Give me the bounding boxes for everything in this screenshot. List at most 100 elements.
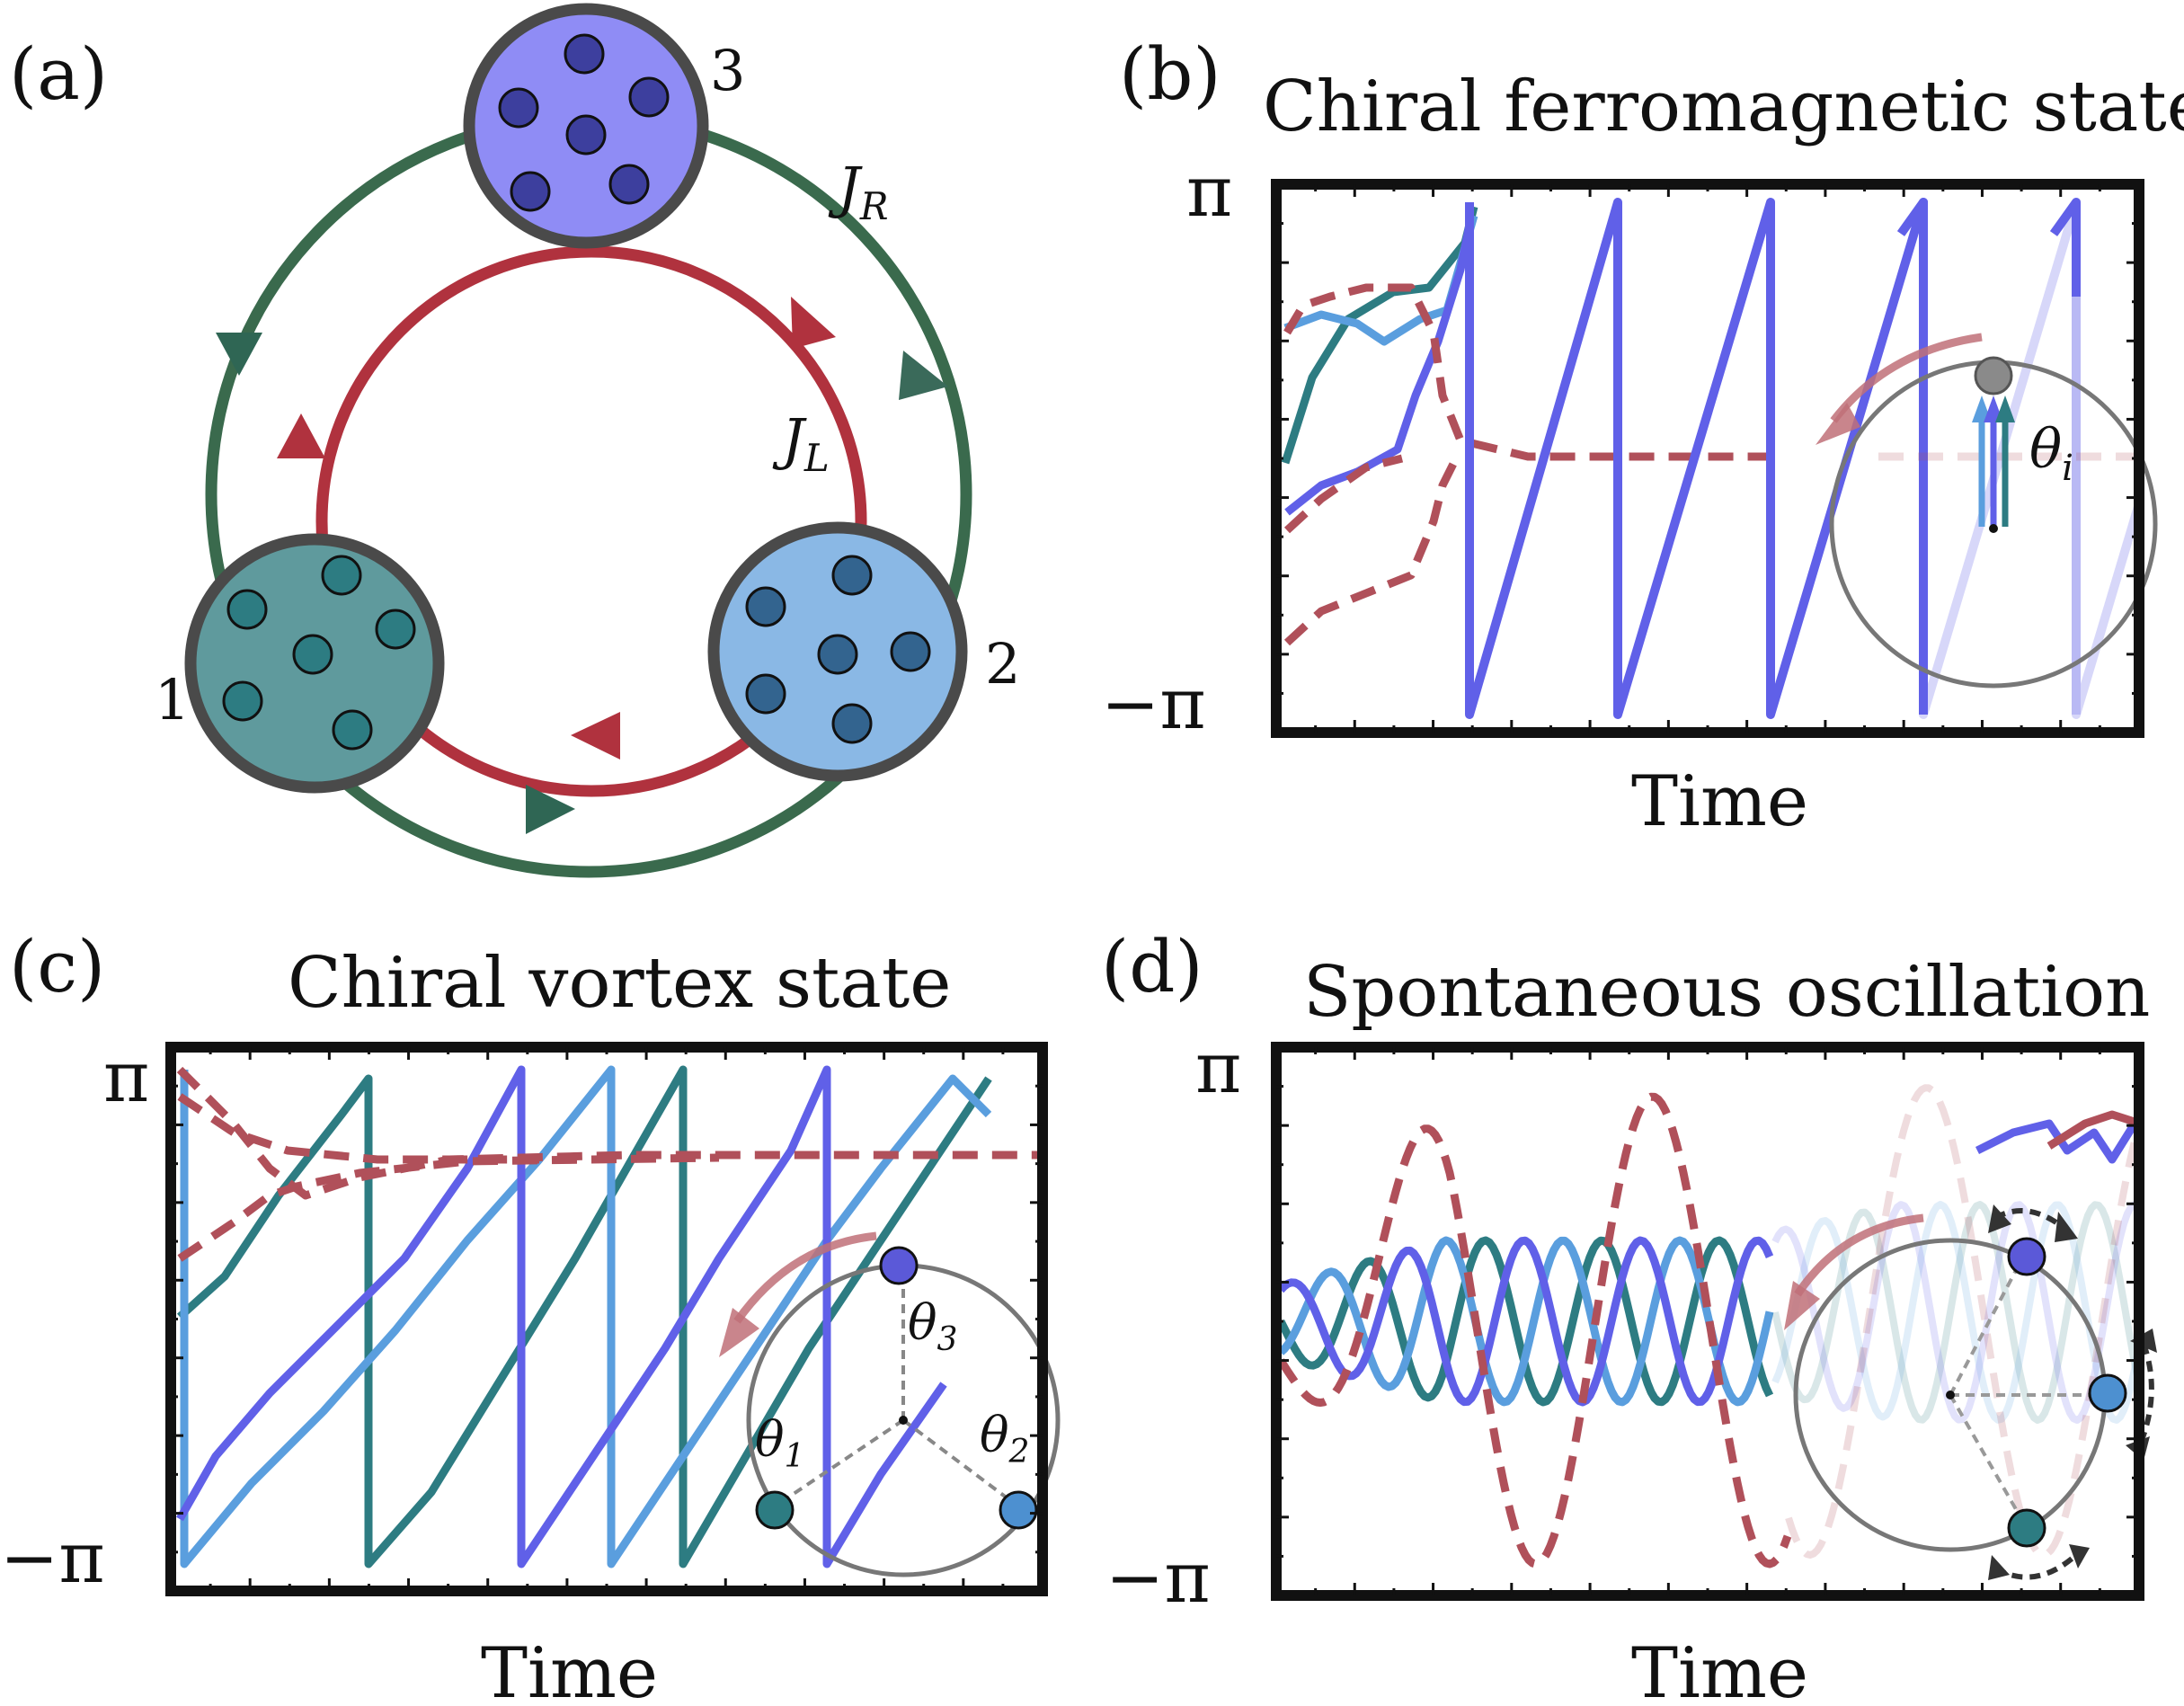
phase-point-3	[2007, 1237, 2046, 1276]
oscillation-trace	[1785, 1084, 2139, 1559]
rotation-arrowhead	[719, 1308, 759, 1357]
node-3	[463, 3, 709, 249]
particle	[375, 609, 416, 650]
oscillation-trace	[1975, 1119, 2138, 1164]
circle-center	[899, 1416, 908, 1425]
rotation-arrowhead	[1784, 1281, 1820, 1330]
phase-point	[1974, 356, 2013, 395]
radius-1	[773, 1418, 905, 1508]
panel-d-ytick-top: π	[1195, 1028, 1241, 1109]
panel-c-label: (c)	[9, 925, 105, 1008]
panel-b-ytick-bottom: −π	[1101, 664, 1206, 745]
panel-a-label: (a)	[9, 32, 108, 116]
theta-1-label: θ1	[755, 1411, 804, 1475]
oscillation-trace	[1771, 1201, 2139, 1424]
order-param-trace	[1283, 456, 1460, 646]
panel-b-inset: θi	[1816, 333, 2158, 689]
arrowhead-green-right	[899, 351, 948, 400]
particle	[831, 555, 873, 596]
rotation-arrow	[1794, 1213, 1924, 1297]
oscillation-trace	[1277, 1092, 1792, 1568]
arrowhead	[1995, 395, 2015, 422]
panel-d-label: (d)	[1101, 925, 1203, 1008]
oscillation-trace	[1277, 1236, 1774, 1407]
arrowhead-green-left	[216, 333, 262, 376]
arrowhead	[2055, 1212, 2078, 1242]
panel-b-title: Chiral ferromagnetic state	[1263, 67, 2184, 147]
panel-c-ytick-bottom: −π	[0, 1518, 105, 1599]
order-param-trace	[177, 1153, 720, 1262]
phase-point-2	[2088, 1373, 2127, 1413]
panel-d-xlabel: Time	[1631, 1633, 1808, 1706]
panel-c-plot	[176, 1065, 1043, 1568]
node-1-label: 1	[155, 667, 190, 733]
panel-b-plot	[1281, 198, 2139, 719]
node-2	[707, 521, 968, 782]
panel-b-label: (b)	[1119, 32, 1221, 116]
panel-c-inset: θ3 θ1 θ2	[719, 1231, 1061, 1577]
panel-b-xlabel: Time	[1631, 761, 1808, 842]
oscillation-trace	[1771, 1201, 2139, 1424]
circle-center	[1989, 524, 1998, 533]
node-2-label: 2	[985, 631, 1020, 697]
JL-label: JL	[772, 406, 830, 480]
particle	[292, 634, 333, 675]
panel-b-frame	[1271, 179, 2144, 738]
order-param-trace	[1283, 454, 1404, 534]
node-3-label: 3	[710, 38, 745, 103]
theta2-trace	[180, 1065, 992, 1568]
panel-c-title: Chiral vortex state	[288, 943, 951, 1024]
arrowhead-red-right	[791, 297, 836, 349]
particle	[745, 673, 786, 715]
coupling-diagram: 3 1 2 JR JL	[155, 3, 1020, 878]
arrowhead	[1988, 1555, 2010, 1580]
particle	[226, 589, 268, 630]
radius-3	[1949, 1257, 2024, 1396]
arrowhead-red-left	[277, 413, 325, 458]
node-1	[184, 533, 445, 794]
particle	[628, 76, 670, 118]
oscillation-trace	[1771, 1201, 2139, 1424]
panel-c-ytick-top: π	[103, 1037, 149, 1118]
particle	[831, 703, 873, 744]
rotation-arrow	[1830, 333, 1983, 423]
arrowhead-red-bottom	[571, 712, 620, 760]
radius-2	[901, 1418, 1020, 1508]
theta3-sawtooth	[2072, 202, 2139, 719]
theta3-trace	[1284, 224, 1474, 516]
particle	[321, 555, 362, 596]
order-param-trace	[177, 1093, 539, 1164]
particle	[222, 680, 263, 722]
theta-2-label: θ2	[980, 1407, 1029, 1471]
rotation-arrow	[733, 1231, 877, 1324]
circle-center	[1946, 1391, 1955, 1399]
particle	[498, 87, 539, 129]
particle	[890, 631, 931, 672]
panel-d-ytick-bottom: −π	[1105, 1538, 1211, 1619]
theta3-sawtooth	[2049, 198, 2081, 297]
inner-ring-JL	[315, 245, 867, 797]
panel-c-frame	[165, 1042, 1048, 1596]
theta3-sawtooth	[1896, 198, 1928, 297]
particle	[565, 114, 607, 155]
phase-point-1	[2007, 1508, 2046, 1548]
order-param-trace	[1283, 283, 1780, 461]
phase-point-3	[879, 1246, 919, 1285]
phase-point-1	[755, 1490, 795, 1530]
particle	[608, 164, 650, 205]
panel-c-xlabel: Time	[481, 1633, 658, 1706]
theta-i-label: θi	[2029, 418, 2073, 489]
arrowhead-green-bottom	[526, 785, 575, 834]
particle	[564, 33, 605, 75]
particle	[817, 634, 858, 675]
particle	[745, 586, 786, 627]
theta1-trace	[176, 1065, 992, 1568]
panel-d-title: Spontaneous oscillation	[1303, 952, 2150, 1033]
arrowhead	[1988, 1204, 2011, 1233]
theta3-trace	[176, 1065, 947, 1568]
JR-label: JR	[828, 155, 888, 228]
arrowhead	[2069, 1544, 2090, 1568]
panel-b-ytick-top: π	[1186, 152, 1232, 233]
panel-d-frame	[1271, 1042, 2144, 1601]
